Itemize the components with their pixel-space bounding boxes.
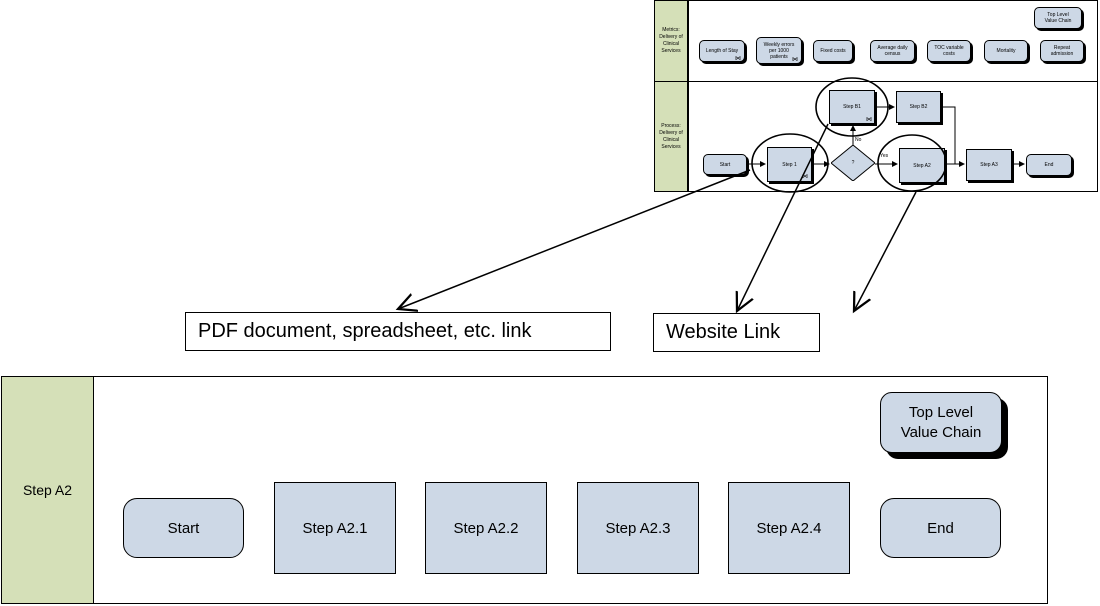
link-icon[interactable]: ⋈ bbox=[792, 57, 798, 63]
metric-repeat-admission[interactable]: Repeat admission bbox=[1040, 40, 1084, 62]
metric-mortality[interactable]: Mortality bbox=[984, 40, 1028, 62]
top-level-value-chain-button[interactable]: Top Level Value Chain bbox=[880, 392, 1002, 453]
top-level-value-chain-label: Top Level Value Chain bbox=[900, 403, 982, 441]
detail-step-a2-2[interactable]: Step A2.2 bbox=[425, 482, 547, 574]
process-decision-diamond[interactable]: ? bbox=[831, 145, 875, 181]
mini-top-level-value-chain-button[interactable]: Top Level Value Chain bbox=[1034, 7, 1082, 29]
metric-length-of-stay[interactable]: Length of Stay bbox=[699, 40, 745, 62]
process-step-b2[interactable]: Step B2 bbox=[896, 91, 941, 123]
step-a2-lane-label-text: Step A2 bbox=[22, 482, 73, 498]
process-end[interactable]: End bbox=[1026, 154, 1072, 176]
website-link-text: Website Link bbox=[666, 321, 781, 343]
detail-step-a2-3-label: Step A2.3 bbox=[605, 519, 671, 537]
link-icon[interactable]: ⋈ bbox=[802, 174, 808, 180]
process-step-b2-label: Step B2 bbox=[909, 104, 928, 110]
detail-step-a2-1-label: Step A2.1 bbox=[302, 519, 368, 537]
metric-label: Weekly errors per 1000 patients bbox=[763, 41, 795, 60]
process-step-b1-label: Step B1 bbox=[843, 104, 861, 110]
detail-start[interactable]: Start bbox=[123, 498, 244, 558]
process-step-a2-label: Step A2 bbox=[913, 162, 931, 169]
process-step-a3-label: Step A3 bbox=[980, 162, 998, 168]
metrics-lane-label-bg bbox=[688, 1, 689, 191]
process-step-a3[interactable]: Step A3 bbox=[966, 149, 1012, 181]
metric-label: Mortality bbox=[996, 48, 1016, 54]
decision-yes-label: Yes bbox=[880, 153, 889, 159]
metric-label: Fixed costs bbox=[820, 48, 846, 54]
metric-label: Repeat admission bbox=[1050, 45, 1074, 57]
link-icon[interactable]: ⋈ bbox=[735, 56, 741, 62]
process-step-a2[interactable]: Step A2 bbox=[899, 148, 945, 183]
callout-arrow-website-2 bbox=[854, 191, 917, 311]
process-end-label: End bbox=[1044, 162, 1054, 168]
process-start[interactable]: Start bbox=[703, 154, 747, 175]
decision-no-label: No bbox=[855, 137, 862, 143]
lane-divider bbox=[655, 81, 1097, 82]
link-icon[interactable]: ⋈ bbox=[866, 117, 872, 123]
metric-toc-variable-costs[interactable]: TOC variable costs bbox=[927, 40, 971, 62]
detail-step-a2-2-label: Step A2.2 bbox=[453, 519, 519, 537]
metrics-lane-label-text: Metrics: Delivery of Clinical Services bbox=[659, 27, 683, 54]
process-start-label: Start bbox=[719, 161, 731, 168]
metric-label: TOC variable costs bbox=[934, 45, 964, 57]
detail-start-label: Start bbox=[167, 519, 200, 537]
metric-label: Average daily census bbox=[877, 45, 908, 57]
decision-label: ? bbox=[851, 160, 855, 166]
step-a2-lane-label: Step A2 bbox=[2, 377, 94, 603]
metrics-lane-label: Metrics: Delivery of Clinical Services bbox=[655, 1, 688, 81]
detail-step-a2-4[interactable]: Step A2.4 bbox=[728, 482, 850, 574]
detail-end-label: End bbox=[927, 519, 954, 537]
process-lane-label-text: Process: Delivery of Clinical Services bbox=[659, 122, 683, 150]
detail-step-a2-4-label: Step A2.4 bbox=[756, 519, 822, 537]
pdf-link-text: PDF document, spreadsheet, etc. link bbox=[198, 320, 532, 342]
process-lane-label: Process: Delivery of Clinical Services bbox=[655, 82, 688, 191]
metric-label: Length of Stay bbox=[705, 48, 739, 54]
process-step-1-label: Step 1 bbox=[782, 161, 797, 168]
decision-diamond-shape bbox=[831, 145, 875, 181]
website-link-box[interactable]: Website Link bbox=[653, 313, 820, 352]
detail-end[interactable]: End bbox=[880, 498, 1001, 558]
detail-step-a2-3[interactable]: Step A2.3 bbox=[577, 482, 699, 574]
metric-average-daily-census[interactable]: Average daily census bbox=[870, 40, 915, 62]
metric-fixed-costs[interactable]: Fixed costs bbox=[813, 40, 853, 62]
pdf-link-box[interactable]: PDF document, spreadsheet, etc. link bbox=[185, 312, 611, 351]
metric-weekly-errors[interactable]: Weekly errors per 1000 patients bbox=[756, 37, 802, 64]
mini-top-level-label: Top Level Value Chain bbox=[1044, 12, 1072, 24]
detail-step-a2-1[interactable]: Step A2.1 bbox=[274, 482, 396, 574]
